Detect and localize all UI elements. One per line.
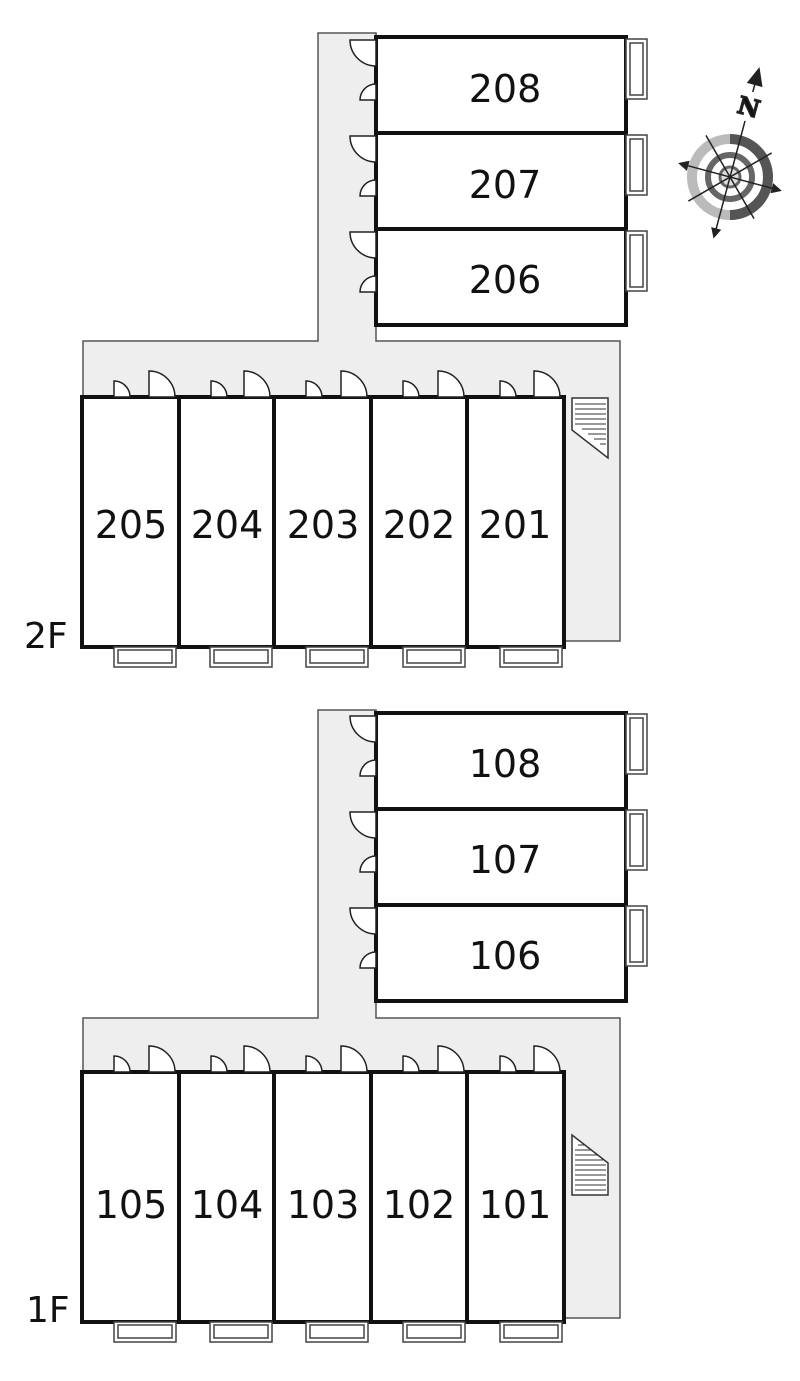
unit-207: 207 [374, 131, 628, 231]
unit-204: 204 [177, 395, 276, 649]
unit-label: 204 [191, 503, 264, 547]
balcony [625, 809, 648, 871]
door-icon [359, 275, 377, 293]
unit-label: 108 [469, 742, 542, 786]
door-icon [340, 1045, 368, 1073]
door-icon [349, 811, 377, 839]
balcony [499, 646, 563, 668]
balconies-top-units-2f [625, 38, 648, 292]
unit-103: 103 [272, 1070, 373, 1324]
balcony [209, 646, 273, 668]
door-icon [359, 179, 377, 197]
door-icon [359, 759, 377, 777]
door-icon [499, 380, 517, 398]
unit-label: 207 [469, 163, 542, 207]
unit-label: 103 [287, 1183, 360, 1227]
unit-208: 208 [374, 35, 628, 135]
door-icon [402, 380, 420, 398]
unit-106: 106 [374, 903, 628, 1003]
door-icon [437, 1045, 465, 1073]
door-icon [305, 380, 323, 398]
door-icon [113, 1055, 131, 1073]
door-icon [402, 1055, 420, 1073]
balconies-bottom-units-1f [113, 1321, 563, 1343]
door-icon [359, 83, 377, 101]
door-icon [437, 370, 465, 398]
door-icon [340, 370, 368, 398]
door-icon [349, 907, 377, 935]
balcony [209, 1321, 273, 1343]
unit-107: 107 [374, 807, 628, 907]
staircase-1f [571, 1133, 609, 1196]
unit-101: 101 [465, 1070, 566, 1324]
door-icon [349, 135, 377, 163]
staircase-2f [571, 397, 609, 460]
balcony [625, 230, 648, 292]
door-icon [243, 370, 271, 398]
floor-2f: 208 207 206 [24, 32, 648, 668]
door-icon [359, 951, 377, 969]
unit-label: 107 [469, 838, 542, 882]
balcony [305, 646, 369, 668]
door-icon [210, 1055, 228, 1073]
floor-label: 1F [26, 1290, 70, 1331]
balcony [625, 905, 648, 967]
unit-label: 101 [479, 1183, 552, 1227]
balcony [625, 713, 648, 775]
unit-label: 202 [383, 503, 456, 547]
door-icon [349, 39, 377, 67]
doors-top-units-2f [349, 39, 377, 293]
balcony [499, 1321, 563, 1343]
balconies-bottom-units-2f [113, 646, 563, 668]
doors-top-units-1f [349, 715, 377, 969]
door-icon [349, 715, 377, 743]
unit-label: 205 [95, 503, 168, 547]
unit-205: 205 [80, 395, 181, 649]
balcony [625, 134, 648, 196]
unit-label: 203 [287, 503, 360, 547]
north-label: N [734, 90, 763, 124]
door-icon [113, 380, 131, 398]
unit-108: 108 [374, 711, 628, 811]
door-icon [359, 855, 377, 873]
door-icon [148, 370, 176, 398]
unit-105: 105 [80, 1070, 181, 1324]
door-icon [349, 231, 377, 259]
unit-label: 208 [469, 67, 542, 111]
door-icon [533, 370, 561, 398]
unit-label: 201 [479, 503, 552, 547]
unit-203: 203 [272, 395, 373, 649]
unit-label: 104 [191, 1183, 264, 1227]
doors-bottom-units-2f [113, 370, 561, 398]
door-icon [499, 1055, 517, 1073]
doors-bottom-units-1f [113, 1045, 561, 1073]
balcony [113, 1321, 177, 1343]
door-icon [210, 380, 228, 398]
unit-102: 102 [369, 1070, 469, 1324]
floor-label: 2F [24, 616, 68, 657]
compass-icon: N [678, 67, 782, 239]
unit-label: 106 [469, 934, 542, 978]
door-icon [533, 1045, 561, 1073]
unit-201: 201 [465, 395, 566, 649]
balconies-top-units-1f [625, 713, 648, 967]
door-icon [243, 1045, 271, 1073]
balcony [113, 646, 177, 668]
door-icon [305, 1055, 323, 1073]
balcony [402, 646, 466, 668]
unit-202: 202 [369, 395, 469, 649]
unit-label: 105 [95, 1183, 168, 1227]
door-icon [148, 1045, 176, 1073]
unit-label: 206 [469, 258, 542, 302]
balcony [402, 1321, 466, 1343]
unit-104: 104 [177, 1070, 276, 1324]
balcony [625, 38, 648, 100]
unit-206: 206 [374, 227, 628, 327]
unit-label: 102 [383, 1183, 456, 1227]
balcony [305, 1321, 369, 1343]
floor-1f: 108 107 106 105 [26, 709, 648, 1343]
